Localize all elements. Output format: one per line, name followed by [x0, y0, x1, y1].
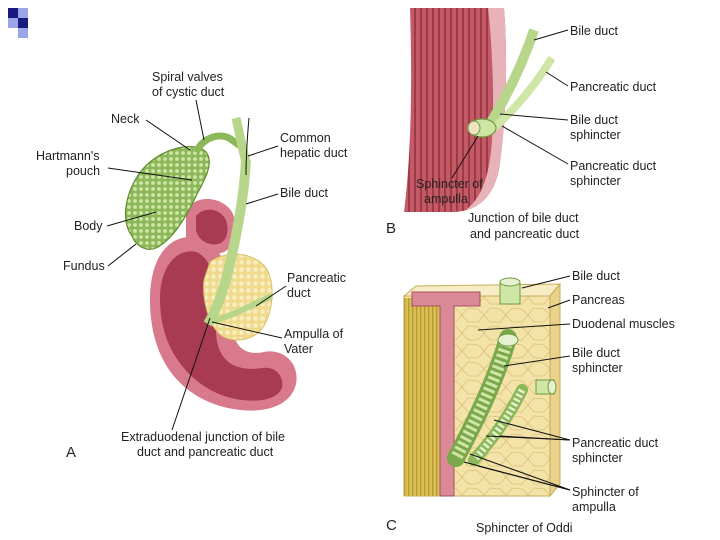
panel-c: Bile duct Pancreas Duodenal muscles Bile… [386, 269, 675, 535]
label-hartmann-line2: pouch [66, 164, 100, 178]
bile-duct-b-illustration [485, 28, 539, 127]
label-duodenal-muscles: Duodenal muscles [572, 317, 675, 331]
label-pancreatic-sphincter-b-line1: Pancreatic duct [570, 159, 657, 173]
label-pancreatic-sphincter-c-line2: sphincter [572, 451, 623, 465]
panel-a: Spiral valves of cystic duct Neck Common… [36, 70, 348, 461]
label-extraduodenal-line2: duct and pancreatic duct [137, 445, 274, 459]
label-bile-duct-sphincter-b-line1: Bile duct [570, 113, 618, 127]
common-hepatic-duct-illustration [231, 117, 251, 164]
label-sphincter-ampulla-c-line1: Sphincter of [572, 485, 639, 499]
leader-spiral-valves [195, 99, 205, 141]
label-pancreatic-sphincter-c-line1: Pancreatic duct [572, 436, 659, 450]
bile-duct-c-illustration [499, 277, 557, 395]
label-common-hepatic-line1: Common [280, 131, 331, 145]
gallbladder-illustration [124, 145, 210, 250]
leader-sphincter-ampulla-c-3 [477, 465, 571, 491]
label-sphincter-ampulla-b-line1: Sphincter of [416, 177, 483, 191]
leader-bile-duct-a [245, 193, 279, 205]
leader-bile-duct-c [521, 275, 571, 289]
slide-bullet-icon [8, 8, 28, 38]
leader-common-hepatic [247, 145, 279, 157]
label-pancreatic-duct-a-line1: Pancreatic [287, 271, 346, 285]
leader-duodenal-muscles [477, 323, 571, 331]
sphincter-of-oddi-c-illustration [447, 329, 528, 467]
leader-bile-duct-b [533, 29, 569, 41]
label-junction-caption-line2: and pancreatic duct [470, 227, 580, 241]
bile-duct-illustration [203, 159, 251, 327]
leader-body [106, 211, 157, 227]
panel-a-letter: A [66, 444, 76, 461]
label-bile-duct-c: Bile duct [572, 269, 620, 283]
label-common-hepatic-line2: hepatic duct [280, 146, 348, 160]
label-junction-caption-line1: Junction of bile duct [468, 211, 579, 225]
leader-sphincter-ampulla-c-1 [469, 453, 571, 491]
label-body: Body [74, 219, 103, 233]
label-fundus: Fundus [63, 259, 105, 273]
label-sphincter-ampulla-c-line2: ampulla [572, 500, 616, 514]
leader-bile-duct-sphincter-c [503, 355, 571, 367]
leader-ampulla [211, 321, 283, 339]
label-neck: Neck [111, 112, 140, 126]
leader-extraduodenal [171, 317, 211, 431]
label-pancreatic-duct-b: Pancreatic duct [570, 80, 657, 94]
label-bile-duct-sphincter-b-line2: sphincter [570, 128, 621, 142]
leader-fundus [107, 243, 137, 267]
leader-pancreatic-sphincter-b [501, 125, 569, 165]
label-sphincter-ampulla-b-line2: ampulla [424, 192, 468, 206]
pancreas-illustration [203, 253, 273, 341]
label-pancreatic-sphincter-b-line2: sphincter [570, 174, 621, 188]
label-bile-duct-a: Bile duct [280, 186, 328, 200]
leader-pancreatic-sphincter-c-3 [499, 435, 571, 441]
duodenal-wall-muscle-illustration [404, 8, 507, 212]
leader-pancreatic-duct-a [255, 285, 287, 307]
leader-bile-duct-sphincter-b [499, 113, 569, 121]
leader-sphincter-ampulla-b [451, 135, 479, 179]
cystic-duct-illustration [192, 132, 243, 154]
leader-hartmann [107, 167, 193, 181]
leader-pancreatic-sphincter-c-1 [493, 419, 571, 441]
label-ampulla-line1: Ampulla of [284, 327, 344, 341]
label-ampulla-line2: Vater [284, 342, 313, 356]
leader-pancreatic-duct-b [545, 71, 569, 87]
label-spiral-valves-line1: Spiral valves [152, 70, 223, 84]
label-bile-duct-sphincter-c-line2: sphincter [572, 361, 623, 375]
label-bile-duct-sphincter-c-line1: Bile duct [572, 346, 620, 360]
label-spiral-valves-line2: of cystic duct [152, 85, 225, 99]
label-extraduodenal-line1: Extraduodenal junction of bile [121, 430, 285, 444]
ampulla-sphincter-b-illustration [467, 118, 497, 138]
panel-c-letter: C [386, 517, 397, 534]
panel-b-letter: B [386, 220, 396, 237]
label-pancreas-c: Pancreas [572, 293, 625, 307]
label-bile-duct-b: Bile duct [570, 24, 618, 38]
leader-pancreas-c [547, 299, 571, 309]
pancreatic-duct-b-illustration [491, 55, 556, 131]
panel-b: Bile duct Pancreatic duct Bile duct sphi… [386, 8, 657, 241]
label-sphincter-of-oddi-caption: Sphincter of Oddi [476, 521, 573, 535]
label-hartmann-line1: Hartmann's [36, 149, 100, 163]
duodenal-wall-c-illustration [404, 291, 481, 497]
label-pancreatic-duct-a-line2: duct [287, 286, 311, 300]
leader-neck [145, 119, 191, 151]
